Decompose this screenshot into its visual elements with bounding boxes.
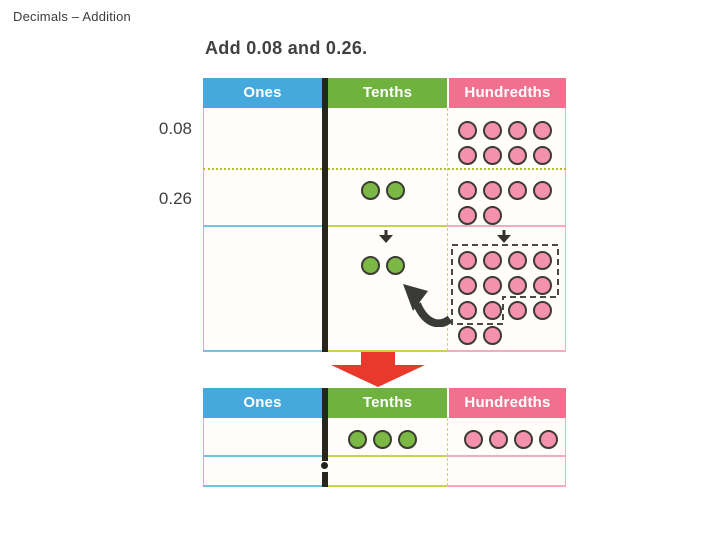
table-right-border	[565, 418, 566, 486]
pink-counter	[483, 181, 502, 200]
pink-counter	[533, 146, 552, 165]
pink-counter	[508, 301, 527, 320]
header-ones: Ones	[203, 388, 322, 418]
header-hundredths: Hundredths	[449, 78, 566, 108]
result-hundredths-counters	[461, 427, 565, 452]
pink-counter	[508, 276, 527, 295]
table-right-border	[565, 108, 566, 351]
decimal-divider-bar	[322, 388, 328, 461]
decimal-divider-bar	[322, 472, 328, 487]
row-separator-ones	[203, 455, 328, 457]
problem-heading: Add 0.08 and 0.26.	[205, 38, 368, 58]
down-arrow-icon	[497, 230, 511, 243]
pink-counter	[458, 276, 477, 295]
pink-counter	[483, 206, 502, 225]
header-tenths: Tenths	[328, 388, 447, 418]
place-value-table-top: Ones Tenths Hundredths	[203, 78, 566, 352]
header-ones: Ones	[203, 78, 322, 108]
row-separator-hundredths	[447, 225, 566, 227]
pink-counter	[483, 146, 502, 165]
green-counter	[348, 430, 367, 449]
pink-counter	[533, 181, 552, 200]
pink-counter	[533, 276, 552, 295]
table-bottom-ones	[203, 350, 328, 352]
table-left-border	[203, 418, 204, 486]
row-separator-tenths	[328, 455, 447, 457]
combined-tenths-counters	[358, 253, 408, 278]
pink-counter	[508, 121, 527, 140]
pink-counter	[458, 251, 477, 270]
pink-counter	[483, 276, 502, 295]
pink-counter	[508, 251, 527, 270]
row-separator-ones	[203, 225, 328, 227]
pink-counter	[458, 146, 477, 165]
result-arrow-icon	[331, 352, 425, 387]
tenths-hundredths-divider	[447, 108, 448, 351]
pink-counter	[533, 121, 552, 140]
header-tenths: Tenths	[328, 78, 447, 108]
regroup-dashed-outline-icon	[451, 244, 559, 325]
pink-counter	[533, 251, 552, 270]
pink-counter	[489, 430, 508, 449]
table-bottom-hundredths	[447, 350, 566, 352]
green-counter	[386, 181, 405, 200]
green-counter	[373, 430, 392, 449]
green-counter	[361, 256, 380, 275]
tenths-hundredths-divider	[447, 418, 448, 486]
pink-counter	[458, 326, 477, 345]
pink-counter	[514, 430, 533, 449]
addend2-tenths-counters	[358, 178, 408, 203]
decimal-point-icon	[321, 462, 328, 469]
pink-counter	[508, 181, 527, 200]
curved-regroup-arrow-icon	[403, 284, 453, 327]
table-bottom-hundredths	[447, 485, 566, 487]
addend2-label: 0.26	[158, 189, 192, 208]
pink-counter	[464, 430, 483, 449]
addend2-hundredths-counters	[455, 178, 559, 228]
green-counter	[398, 430, 417, 449]
row-separator-dotted	[203, 168, 566, 170]
pink-counter	[483, 251, 502, 270]
row-separator-tenths	[328, 225, 447, 227]
pink-counter	[533, 301, 552, 320]
green-counter	[386, 256, 405, 275]
table-left-border	[203, 108, 204, 351]
table-bottom-tenths	[328, 485, 447, 487]
pink-counter	[483, 121, 502, 140]
pink-counter	[483, 326, 502, 345]
pink-counter	[483, 301, 502, 320]
down-arrow-icon	[379, 230, 393, 243]
pink-counter	[458, 121, 477, 140]
slide-title: Decimals – Addition	[13, 9, 131, 24]
green-counter	[361, 181, 380, 200]
pink-counter	[458, 206, 477, 225]
header-hundredths: Hundredths	[449, 388, 566, 418]
result-tenths-counters	[345, 427, 420, 452]
row-separator-hundredths	[447, 455, 566, 457]
pink-counter	[458, 301, 477, 320]
addend1-label: 0.08	[158, 119, 192, 138]
combined-hundredths-counters	[455, 248, 559, 348]
table-bottom-ones	[203, 485, 328, 487]
pink-counter	[508, 146, 527, 165]
pink-counter	[458, 181, 477, 200]
table-bottom-tenths	[328, 350, 447, 352]
pink-counter	[539, 430, 558, 449]
place-value-table-result: Ones Tenths Hundredths	[203, 388, 566, 487]
decimal-divider-bar	[322, 78, 328, 352]
addend1-hundredths-counters	[455, 118, 559, 168]
